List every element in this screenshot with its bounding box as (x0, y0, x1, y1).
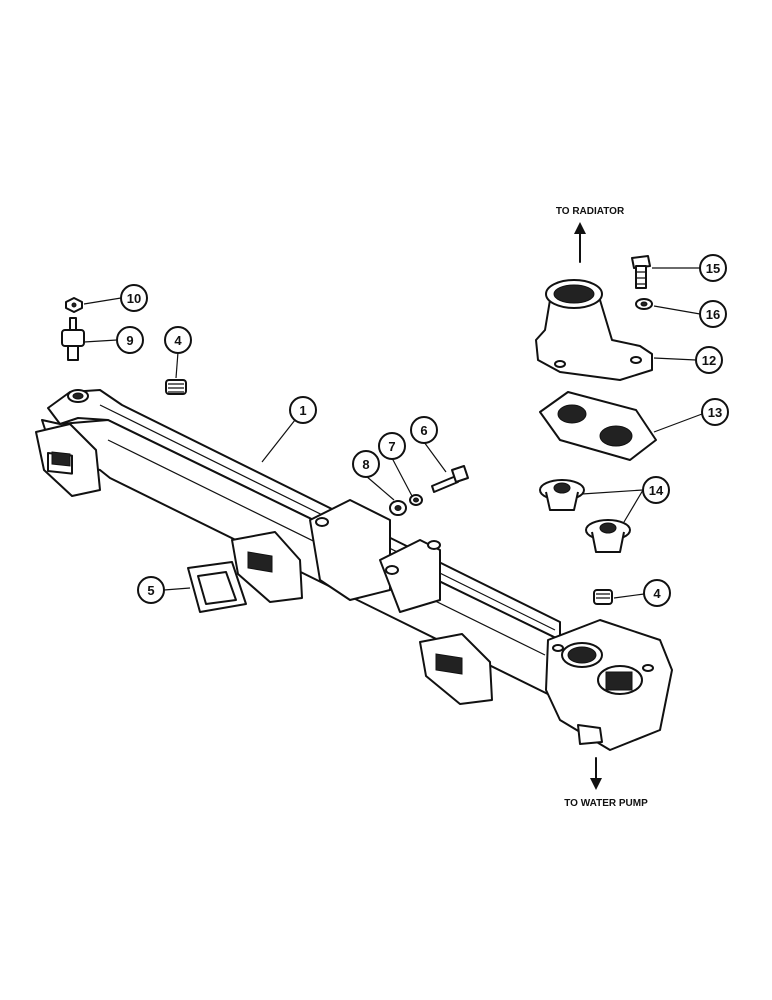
svg-text:12: 12 (702, 353, 716, 368)
callout-15: 15 (699, 254, 727, 282)
svg-text:13: 13 (708, 405, 722, 420)
housing-washer-part (635, 298, 653, 310)
callout-16: 16 (699, 300, 727, 328)
thermostat-housing (535, 279, 653, 381)
svg-text:8: 8 (362, 457, 369, 472)
to-radiator-label: TO RADIATOR (556, 206, 625, 217)
nut-part (65, 297, 83, 313)
callout-14: 14 (642, 476, 670, 504)
callout-1: 1 (289, 396, 317, 424)
leader-lines (83, 267, 703, 599)
callout-9: 9 (116, 326, 144, 354)
radiator-arrow (574, 222, 586, 263)
svg-text:6: 6 (420, 423, 427, 438)
lock-washer-part (409, 494, 423, 506)
flange-gasket (187, 561, 247, 613)
svg-text:14: 14 (649, 483, 664, 498)
svg-text:16: 16 (706, 307, 720, 322)
svg-text:1: 1 (299, 403, 306, 418)
callout-12: 12 (695, 346, 723, 374)
svg-text:4: 4 (653, 586, 661, 601)
callout-5: 5 (137, 576, 165, 604)
water-manifold (35, 389, 673, 751)
callout-6: 6 (410, 416, 438, 444)
svg-text:7: 7 (388, 439, 395, 454)
svg-text:9: 9 (126, 333, 133, 348)
callout-4-upper: 4 (164, 326, 192, 354)
callout-10: 10 (120, 284, 148, 312)
svg-text:15: 15 (706, 261, 720, 276)
housing-bolt-part (631, 255, 651, 289)
sender-unit (61, 317, 85, 361)
callout-13: 13 (701, 398, 729, 426)
thermostat-lower (585, 519, 631, 553)
water-pump-arrow (590, 757, 602, 790)
housing-gasket (539, 391, 657, 461)
callout-8: 8 (352, 450, 380, 478)
plug-lower-shape (593, 589, 613, 605)
svg-text:5: 5 (147, 583, 154, 598)
svg-text:4: 4 (174, 333, 182, 348)
bolt-part (431, 465, 469, 493)
svg-text:10: 10 (127, 291, 141, 306)
thermostat-upper (539, 479, 585, 511)
callout-4-lower: 4 (643, 579, 671, 607)
callout-7: 7 (378, 432, 406, 460)
to-water-pump-label: TO WATER PUMP (564, 798, 648, 809)
plug-upper-shape (165, 379, 187, 395)
flat-washer-part (389, 500, 407, 516)
